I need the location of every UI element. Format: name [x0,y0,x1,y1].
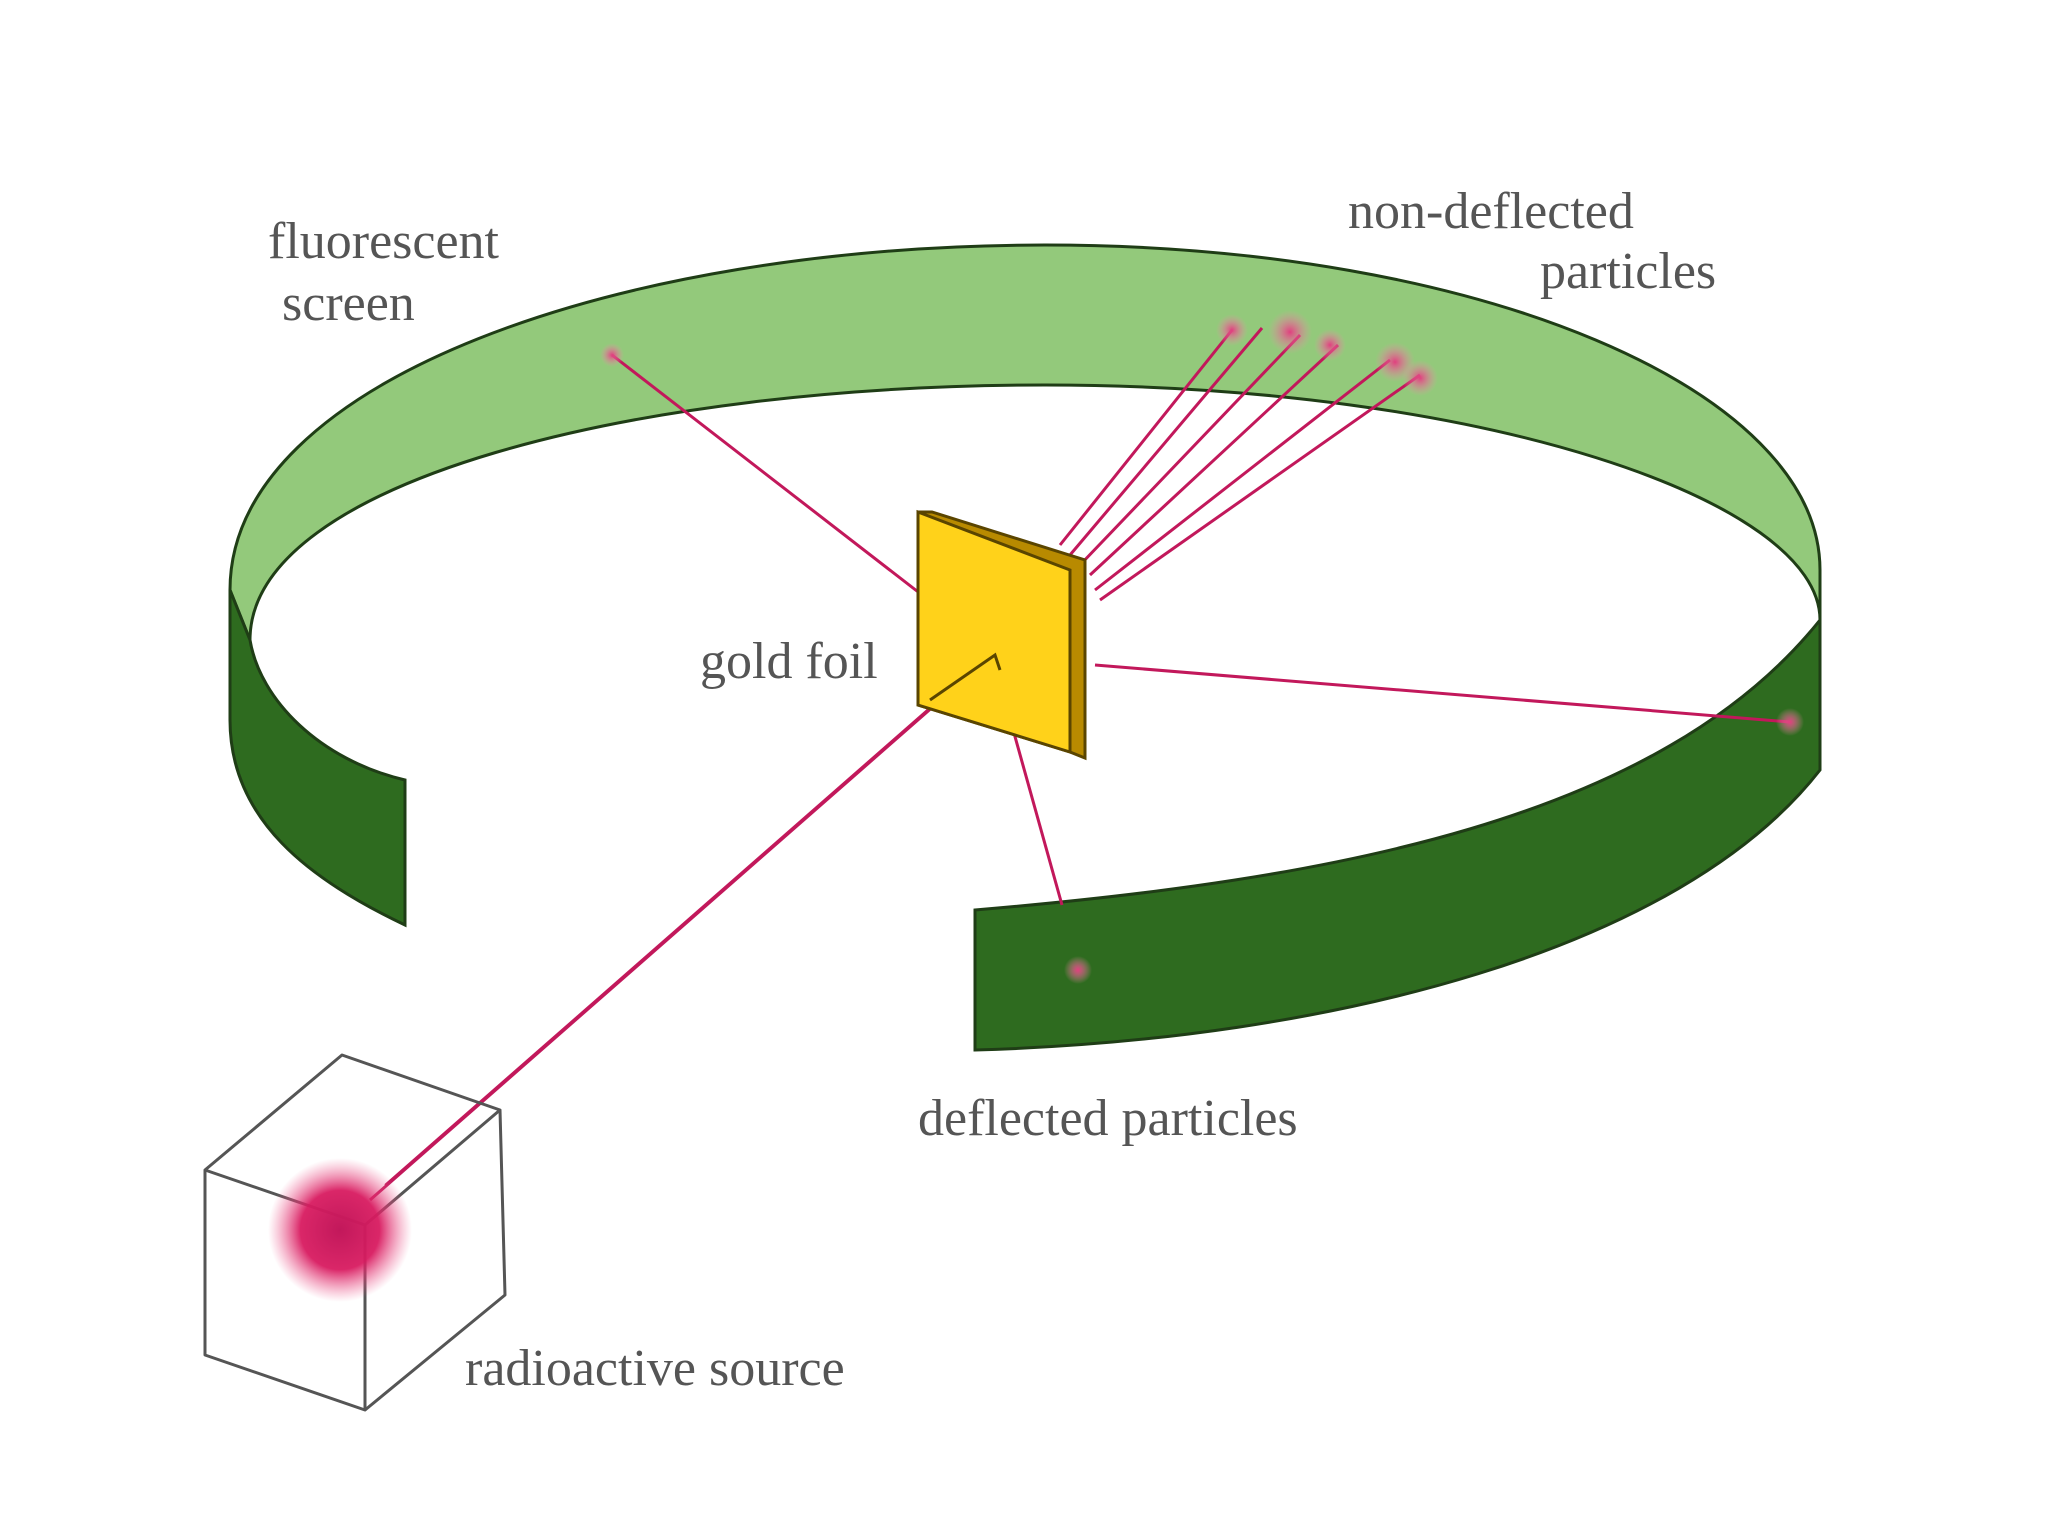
label-radioactive-source: radioactive source [465,1340,845,1397]
label-deflected-particles: deflected particles [918,1090,1298,1147]
non-deflected-hit-dots [1216,310,1438,396]
fluorescent-screen-left-segment [228,589,407,928]
label-non-deflected-particles-line1: non-deflected [1348,183,1634,240]
label-fluorescent-screen-line1: fluorescent [268,213,500,270]
fluorescent-screen-inner-wall [228,243,1822,641]
incident-beam [369,703,936,1202]
fluorescent-screen-right-segment [973,615,1822,1052]
radioactive-source-glow [268,1158,412,1302]
label-gold-foil: gold foil [700,633,878,690]
label-fluorescent-screen-line2: screen [282,275,415,332]
incident-beam-edge [384,689,951,1186]
deflected-right-hit-dot [1776,708,1804,736]
gold-foil-face [916,509,1072,755]
back-scattered-hit-dot [600,343,624,367]
back-scattered-beam [611,353,936,607]
gold-foil [916,509,1087,761]
non-deflected-beams [1058,327,1421,602]
deflected-front-hit-dot [1064,956,1092,984]
label-non-deflected-particles-line2: particles [1540,243,1716,300]
gold-foil-incidence-marker [929,652,1002,702]
deflected-beam-right [1094,663,1791,724]
